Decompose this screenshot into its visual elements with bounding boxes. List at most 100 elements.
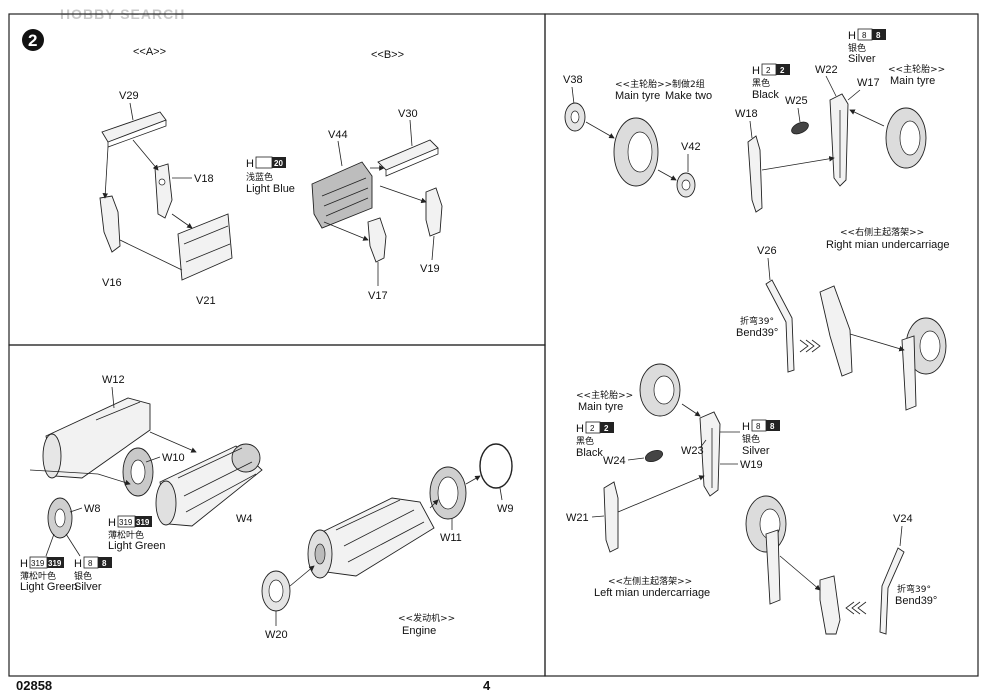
part-label-v21: V21: [196, 295, 216, 307]
step-badge: 2: [22, 29, 44, 51]
part-label-v17: V17: [368, 290, 388, 302]
part-drawing-w21: [603, 481, 619, 553]
paint-callout-h2-left: H 2 2 黑色 Black: [576, 421, 614, 459]
svg-text:8: 8: [770, 422, 775, 431]
left-uc-title-en: Left mian undercarriage: [594, 587, 710, 599]
part-label-w20: W20: [265, 629, 288, 641]
left-uc-title-cn: <<左侧主起落架>>: [608, 575, 692, 587]
main-tyre-1-en: Main tyre: [615, 90, 660, 102]
footer-product-code: 02858: [16, 678, 52, 693]
svg-text:H: H: [752, 65, 760, 77]
footer-page-number: 4: [483, 678, 491, 693]
svg-text:319: 319: [48, 559, 62, 568]
svg-text:银色: 银色: [848, 42, 866, 54]
svg-text:Silver: Silver: [742, 445, 770, 457]
panel-frame-right: [544, 13, 979, 677]
part-drawing-w25: [791, 121, 809, 135]
svg-text:Black: Black: [576, 447, 603, 459]
part-label-v29: V29: [119, 90, 139, 102]
engine-title-en: Engine: [402, 625, 436, 637]
part-label-w23: W23: [681, 445, 704, 457]
paint-callout-h8-right: H 8 8 银色 Silver: [848, 28, 886, 65]
part-label-w8: W8: [84, 503, 101, 515]
part-drawing-main-tyre-1: [613, 117, 659, 187]
part-drawing-v38: [564, 102, 586, 132]
paint-callout-h319-a: H 319 319 薄松叶色 Light Green: [108, 515, 165, 552]
svg-text:Black: Black: [752, 89, 779, 101]
svg-text:8: 8: [876, 31, 881, 40]
part-label-w11: W11: [440, 532, 462, 544]
part-label-v38: V38: [563, 74, 583, 86]
part-drawing-v42: [676, 172, 696, 198]
paint-callout-h2-right: H 2 2 黑色 Black: [752, 63, 790, 101]
part-label-w12: W12: [102, 374, 125, 386]
part-drawing-v26: [765, 279, 795, 373]
engine-title-cn: <<发动机>>: [398, 612, 455, 624]
part-label-v44: V44: [328, 129, 348, 141]
svg-text:319: 319: [119, 518, 133, 527]
svg-text:银色: 银色: [742, 433, 760, 445]
part-drawing-v44: [311, 161, 373, 229]
part-drawing-v19: [425, 187, 443, 237]
svg-text:8: 8: [88, 559, 93, 568]
part-drawing-v24: [879, 547, 905, 635]
svg-text:H: H: [246, 158, 254, 170]
part-label-v18: V18: [194, 173, 214, 185]
direction-chevrons-2: [845, 601, 867, 615]
part-label-w22: W22: [815, 64, 838, 76]
svg-text:薄松叶色: 薄松叶色: [20, 570, 56, 582]
part-drawing-right-uc-assembled: [819, 285, 947, 411]
part-drawing-main-tyre-3: [639, 363, 681, 417]
bend-1-cn: 折弯39°: [740, 315, 774, 327]
svg-text:Light Blue: Light Blue: [246, 183, 295, 195]
part-drawing-v29: [101, 111, 167, 148]
make-two-en: Make two: [665, 90, 712, 102]
part-label-w19: W19: [740, 459, 763, 471]
part-label-v42: V42: [681, 141, 701, 153]
part-label-v16: V16: [102, 277, 122, 289]
right-uc-title-en: Right mian undercarriage: [826, 239, 950, 251]
part-drawing-engine-core: [307, 497, 435, 579]
panel-frame-top-left: [8, 13, 546, 346]
part-drawing-v17: [367, 217, 387, 263]
part-label-w17: W17: [857, 77, 880, 89]
svg-text:H: H: [742, 421, 750, 433]
part-drawing-w18: [747, 135, 763, 213]
svg-text:Light Green: Light Green: [108, 540, 165, 552]
part-drawing-left-uc-assembled: [745, 495, 841, 635]
step-number: 2: [28, 31, 37, 50]
part-label-v26: V26: [757, 245, 777, 257]
part-drawing-v16: [99, 195, 121, 253]
part-drawing-v18: [154, 163, 173, 219]
part-drawing-w12: [42, 397, 151, 479]
part-drawing-w9: [479, 443, 513, 489]
svg-text:H: H: [108, 517, 116, 529]
svg-text:Silver: Silver: [74, 581, 102, 593]
svg-text:黑色: 黑色: [576, 435, 594, 447]
right-uc-title-cn: <<右侧主起落架>>: [840, 226, 924, 238]
svg-text:2: 2: [590, 424, 595, 433]
svg-text:薄松叶色: 薄松叶色: [108, 529, 144, 541]
part-drawing-w11: [429, 466, 467, 520]
svg-text:H: H: [20, 558, 28, 570]
main-tyre-2-en: Main tyre: [890, 75, 935, 87]
part-label-v19: V19: [420, 263, 440, 275]
main-tyre-2-cn: <<主轮胎>>: [888, 63, 945, 75]
part-drawing-w24: [644, 449, 664, 463]
svg-text:浅蓝色: 浅蓝色: [246, 171, 273, 183]
svg-text:H: H: [576, 423, 584, 435]
paint-callout-h8-engine: H 8 8 银色 Silver: [74, 556, 112, 593]
svg-text:8: 8: [102, 559, 107, 568]
part-label-w10: W10: [162, 452, 185, 464]
section-b-label: <<B>>: [371, 49, 404, 61]
part-label-v30: V30: [398, 108, 418, 120]
svg-text:8: 8: [862, 31, 867, 40]
direction-chevrons-1: [799, 339, 821, 353]
part-label-w9: W9: [497, 503, 514, 515]
part-drawing-w4: [155, 443, 263, 527]
part-drawing-w10: [122, 447, 154, 497]
svg-text:319: 319: [136, 518, 150, 527]
svg-text:H: H: [848, 30, 856, 42]
bend-1-en: Bend39°: [736, 327, 778, 339]
